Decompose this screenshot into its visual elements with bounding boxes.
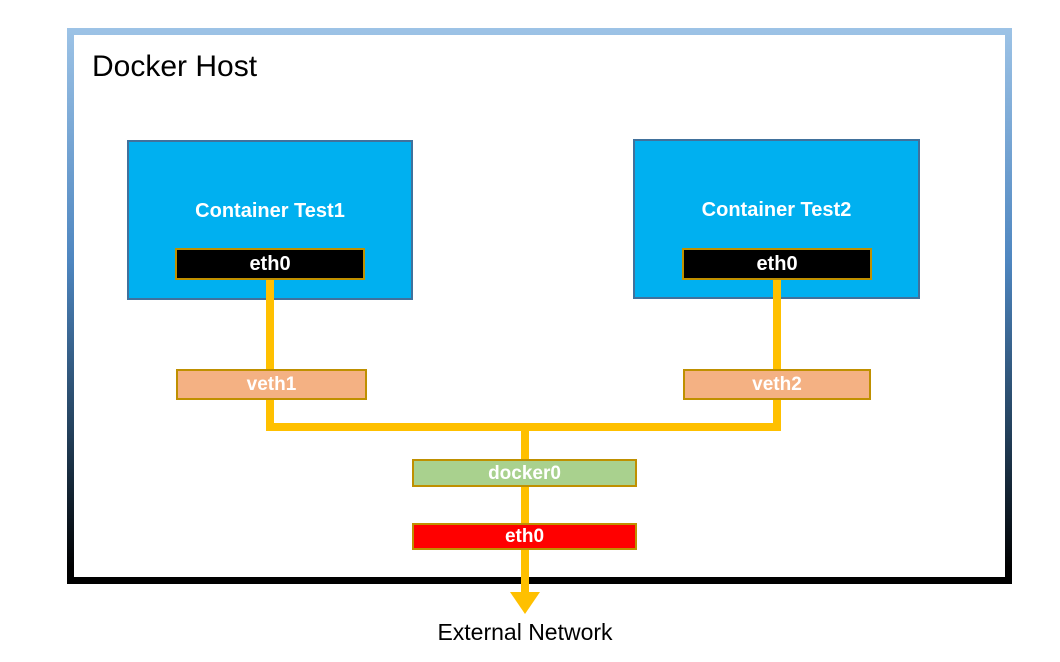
container-test1-label: Container Test1: [195, 200, 345, 222]
container-test2-label: Container Test2: [701, 199, 852, 221]
docker0-bridge: docker0: [412, 459, 637, 487]
veth2-interface: veth2: [683, 369, 871, 400]
docker-host-frame-inner: [74, 35, 1005, 577]
container1-eth0-interface: eth0: [175, 248, 365, 280]
arrow-down-icon: [510, 592, 540, 614]
host-eth0-interface: eth0: [412, 523, 637, 550]
external-network-label: External Network: [437, 619, 613, 645]
container2-eth0-interface: eth0: [682, 248, 872, 280]
docker-host-frame: [67, 28, 1012, 584]
connector-line-container1: [266, 278, 274, 431]
docker-host-title: Docker Host: [92, 50, 258, 83]
connector-line-to-external: [521, 423, 529, 593]
veth1-interface: veth1: [176, 369, 367, 400]
connector-line-container2: [773, 278, 781, 431]
